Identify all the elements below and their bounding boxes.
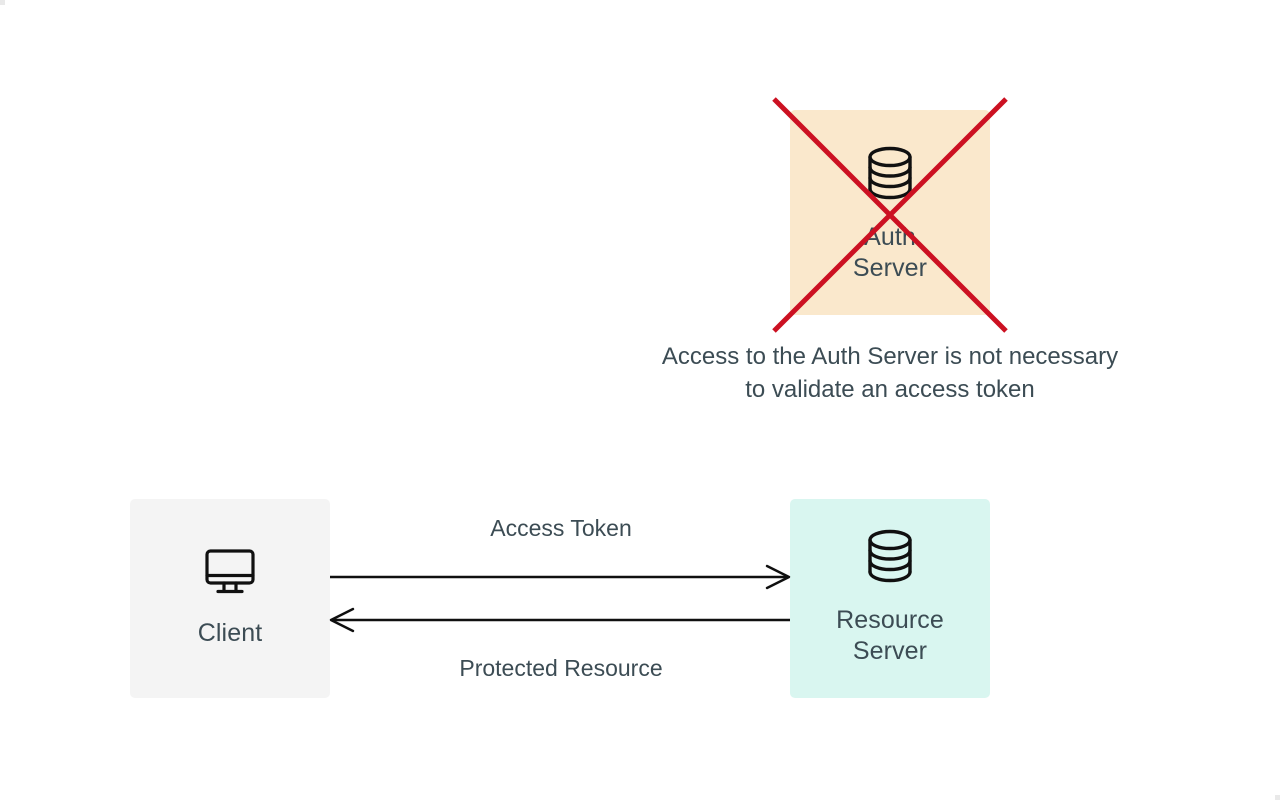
arrowhead-right-icon — [765, 564, 791, 590]
edge-label-protected-resource: Protected Resource — [459, 655, 663, 681]
arrow-access-token — [330, 564, 791, 590]
node-label-client: Client — [197, 619, 263, 647]
corner-marker-top-left — [0, 0, 5, 5]
database-icon — [864, 145, 916, 206]
node-resource-server[interactable]: Resource Server — [790, 499, 990, 698]
auth-note-line-1: Access to the Auth Server is not necessa… — [661, 343, 1119, 370]
desktop-monitor-icon — [202, 547, 258, 602]
node-label-resource-server: Resource Server — [836, 606, 944, 665]
corner-marker-bottom-right — [1275, 795, 1280, 800]
database-icon — [864, 528, 916, 589]
arrow-protected-resource — [329, 607, 790, 633]
auth-note-line-2: to validate an access token — [745, 376, 1035, 403]
edge-label-access-token: Access Token — [490, 515, 632, 541]
node-auth-server[interactable]: Auth Server — [790, 110, 990, 315]
arrowhead-left-icon — [329, 607, 355, 633]
auth-server-note: Access to the Auth Server is not necessa… — [590, 340, 1190, 406]
node-label-auth-server: Auth Server — [852, 223, 928, 282]
node-client[interactable]: Client — [130, 499, 330, 698]
